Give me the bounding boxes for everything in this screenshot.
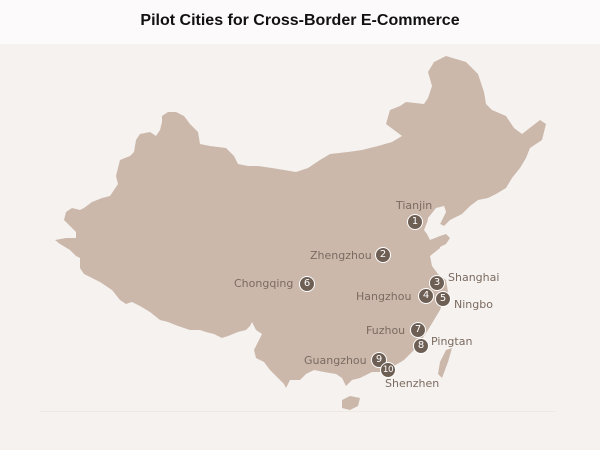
city-label-tianjin: Tianjin xyxy=(396,199,433,212)
city-marker-2[interactable]: 2 xyxy=(375,247,391,263)
city-marker-3[interactable]: 3 xyxy=(429,275,445,291)
city-label-shenzhen: Shenzhen xyxy=(385,377,440,390)
city-label-hangzhou: Hangzhou xyxy=(356,290,412,303)
hainan-island xyxy=(342,396,360,410)
city-label-guangzhou: Guangzhou xyxy=(304,354,367,367)
map-title: Pilot Cities for Cross-Border E-Commerce xyxy=(140,12,460,29)
city-marker-7[interactable]: 7 xyxy=(410,322,426,338)
shandong-peninsula xyxy=(430,234,450,256)
city-marker-6[interactable]: 6 xyxy=(299,276,315,292)
city-marker-4[interactable]: 4 xyxy=(418,288,434,304)
mainland-shape xyxy=(55,56,546,388)
baseline-divider xyxy=(40,411,556,412)
city-label-fuzhou: Fuzhou xyxy=(366,324,406,337)
city-label-chongqing: Chongqing xyxy=(234,277,294,290)
city-label-shanghai: Shanghai xyxy=(448,271,500,284)
city-label-zhengzhou: Zhengzhou xyxy=(310,249,372,262)
header: Pilot Cities for Cross-Border E-Commerce xyxy=(0,0,600,44)
city-marker-8[interactable]: 8 xyxy=(413,338,429,354)
city-label-ningbo: Ningbo xyxy=(454,298,493,311)
city-marker-1[interactable]: 1 xyxy=(407,214,423,230)
city-marker-10[interactable]: 10 xyxy=(380,362,396,378)
city-label-pingtan: Pingtan xyxy=(431,335,473,348)
bohai-sea xyxy=(426,206,446,240)
taiwan-island xyxy=(438,348,452,378)
city-marker-5[interactable]: 5 xyxy=(435,291,451,307)
